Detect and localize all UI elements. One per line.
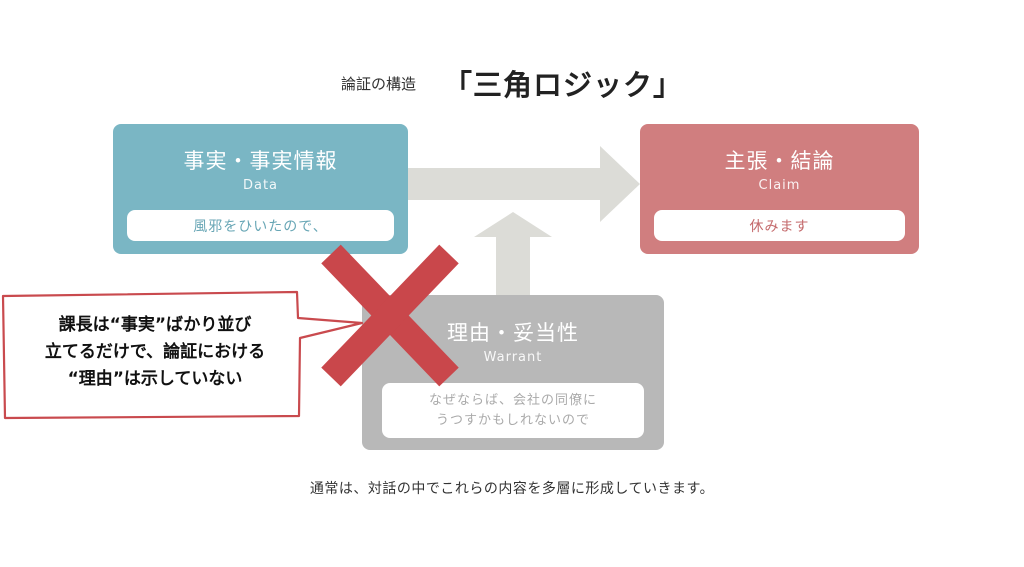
callout-text: 課長は“事実”ばかり並び 立てるだけで、論証における “理由”は示していない xyxy=(10,312,300,394)
footer-note: 通常は、対話の中でこれらの内容を多層に形成していきます。 xyxy=(309,481,715,497)
data-subheading: Data xyxy=(242,178,279,193)
callout-line3: “理由”は示していない xyxy=(67,369,243,390)
vertical-arrow xyxy=(474,212,552,298)
warrant-box: 理由・妥当性 Warrant なぜならば、会社の同僚に うつすかもしれないので xyxy=(362,295,664,450)
warrant-subheading: Warrant xyxy=(483,350,543,365)
callout-line1: 課長は“事実”ばかり並び xyxy=(58,315,252,335)
warrant-example-line1: なぜならば、会社の同僚に xyxy=(428,393,597,408)
title-small: 論証の構造 xyxy=(340,74,416,93)
claim-example: 休みます xyxy=(654,210,905,241)
claim-box: 主張・結論 Claim 休みます xyxy=(640,124,919,254)
title-main: 「三角ロジック」 xyxy=(443,68,684,102)
horizontal-arrow xyxy=(405,146,640,222)
claim-subheading: Claim xyxy=(758,178,801,193)
warrant-example: なぜならば、会社の同僚に うつすかもしれないので xyxy=(382,383,644,438)
warrant-example-line2: うつすかもしれないので xyxy=(435,412,590,428)
title: 論証の構造 「三角ロジック」 xyxy=(0,62,1024,104)
warrant-heading: 理由・妥当性 xyxy=(447,321,579,345)
claim-heading: 主張・結論 xyxy=(724,149,835,173)
data-box: 事実・事実情報 Data 風邪をひいたので、 xyxy=(113,124,408,254)
data-heading: 事実・事実情報 xyxy=(183,149,338,173)
callout-line2: 立てるだけで、論証における xyxy=(44,342,266,363)
data-example: 風邪をひいたので、 xyxy=(127,210,394,241)
